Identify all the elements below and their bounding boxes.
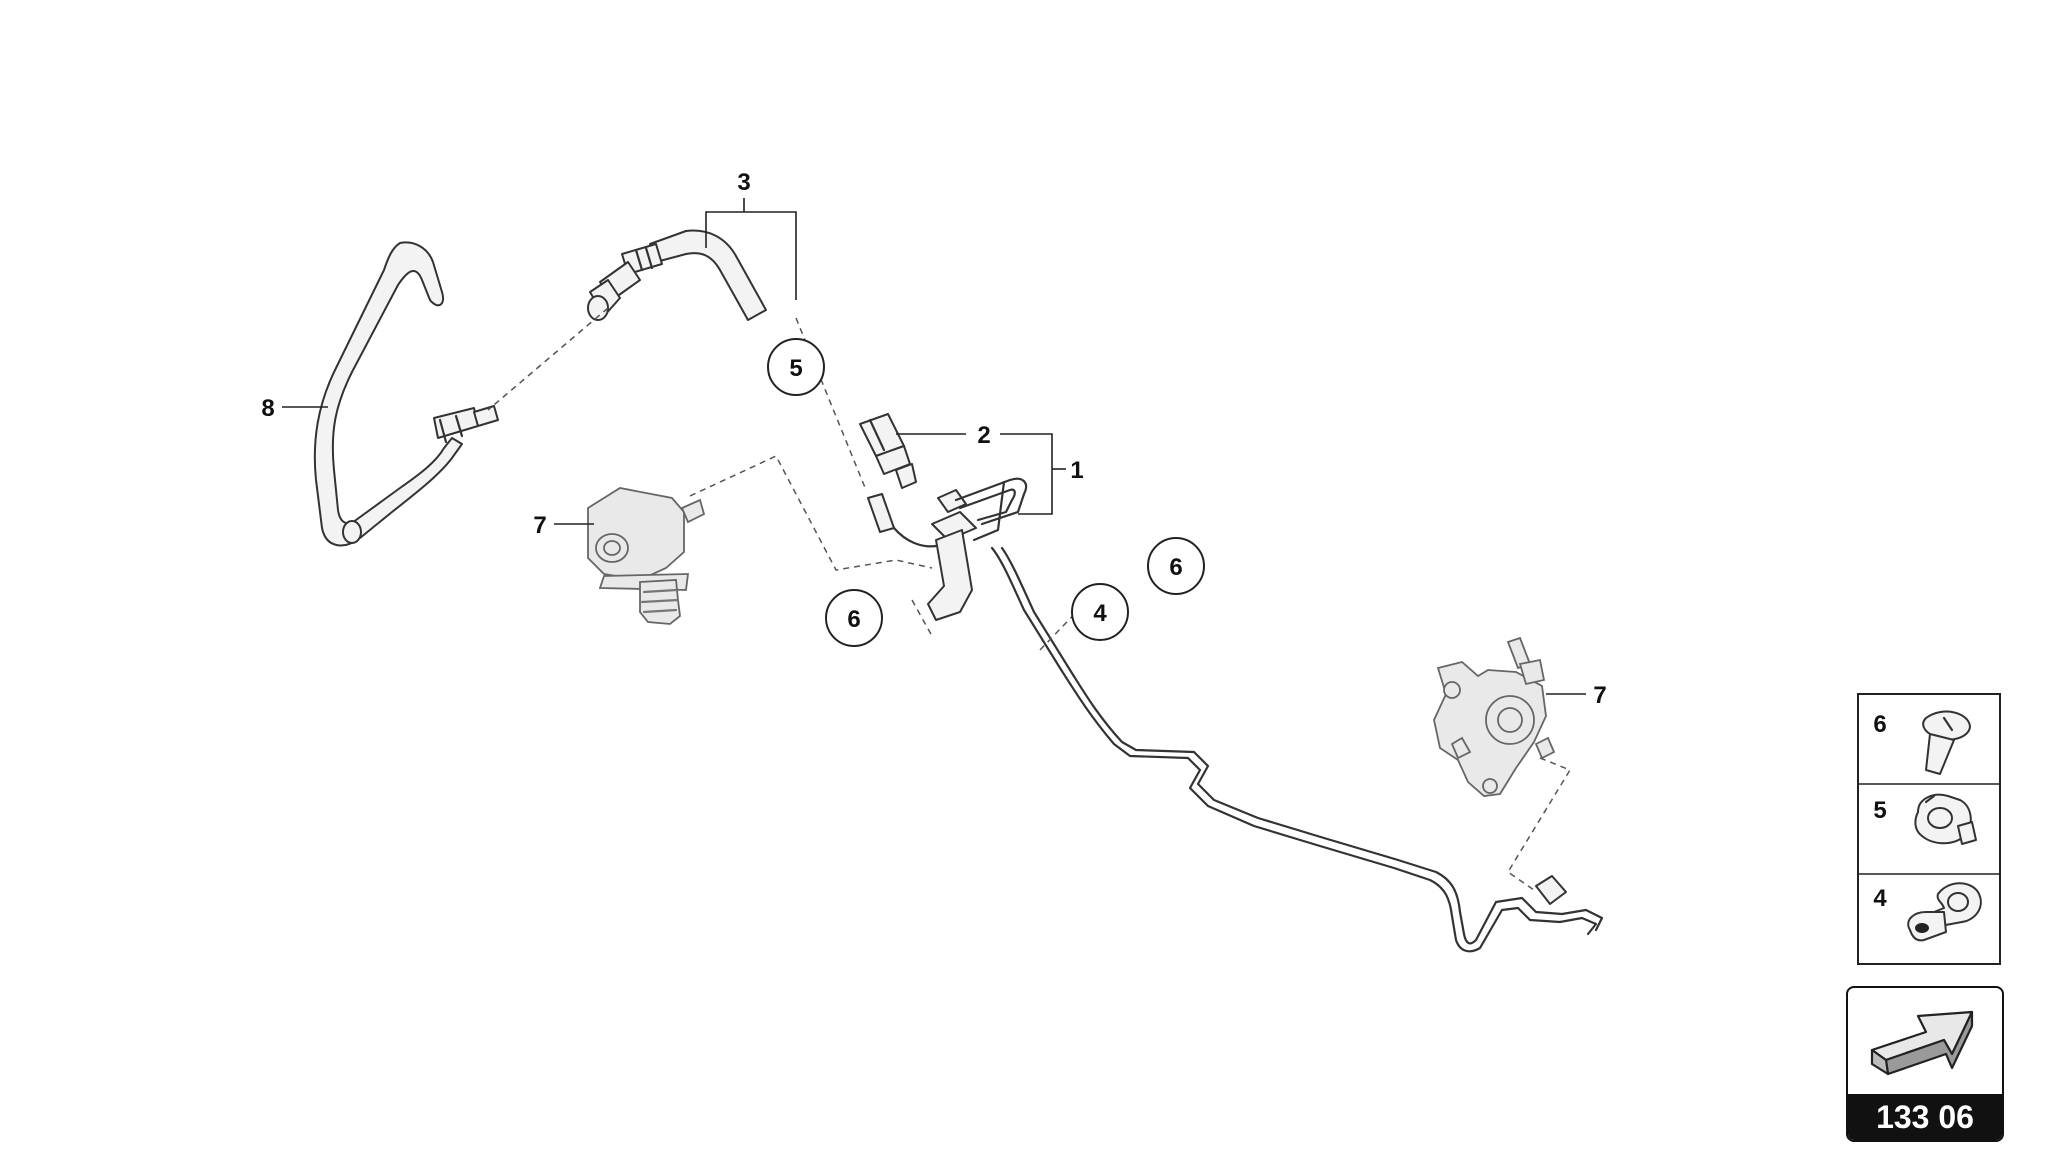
- fuel-line-part-1[interactable]: [867, 477, 1604, 953]
- circled-callout-5: 5: [767, 338, 825, 396]
- hose-part-3[interactable]: [587, 229, 767, 321]
- hardware-legend: 6 5 4: [1857, 693, 2001, 965]
- legend-number: 6: [1873, 711, 1886, 738]
- callout-2: 2: [977, 422, 990, 449]
- callout-3: 3: [737, 169, 750, 196]
- svg-text:4: 4: [1093, 600, 1107, 627]
- page-reference: 133 06: [1848, 1094, 2002, 1140]
- p-clamp-icon: [1907, 882, 1982, 942]
- hose-part-8[interactable]: [313, 241, 499, 547]
- svg-text:5: 5: [789, 355, 802, 382]
- callout-7-right: 7: [1593, 682, 1606, 709]
- legend-item-6[interactable]: 6: [1873, 710, 1971, 775]
- circled-callout-6-left: 6: [825, 589, 883, 647]
- fuel-pump-part-7-left[interactable]: [587, 487, 706, 625]
- pipe-clip-icon: [1914, 793, 1977, 845]
- legend-number: 5: [1873, 797, 1886, 824]
- legend-number: 4: [1873, 885, 1887, 912]
- assembly-lines: [487, 307, 1572, 891]
- circled-callout-4: 4: [1071, 583, 1129, 641]
- circled-callout-6-right: 6: [1147, 537, 1205, 595]
- legend-item-4[interactable]: 4: [1873, 882, 1982, 942]
- callout-8: 8: [261, 395, 274, 422]
- svg-text:6: 6: [847, 606, 860, 633]
- callout-7-left: 7: [533, 512, 546, 539]
- callout-labels: 3 8 7 2 1 7: [261, 169, 1606, 709]
- fuel-pump-part-7-right[interactable]: [1433, 636, 1556, 797]
- next-page-button[interactable]: 133 06: [1846, 986, 2004, 1142]
- bolt-icon: [1922, 710, 1971, 775]
- leader-lines: [282, 198, 1586, 695]
- navigation-arrow-icon: [1870, 1010, 1974, 1076]
- svg-text:6: 6: [1169, 554, 1182, 581]
- callout-1: 1: [1070, 457, 1083, 484]
- pressure-sensor-part-2[interactable]: [859, 413, 917, 489]
- legend-item-5[interactable]: 5: [1873, 793, 1977, 845]
